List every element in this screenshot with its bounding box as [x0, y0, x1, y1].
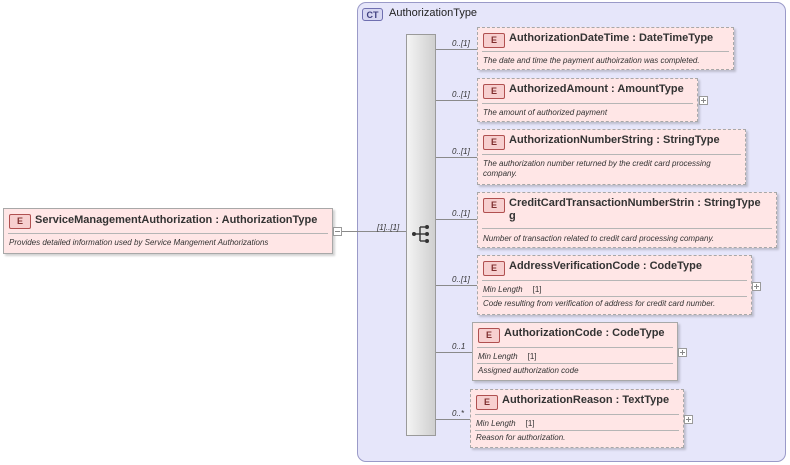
element-title: CreditCardTransactionNumberStrin : Strin… — [509, 197, 761, 222]
child-cardinality: 0..[1] — [452, 275, 470, 284]
sequence-compositor[interactable] — [406, 34, 436, 436]
element-badge: E — [483, 261, 505, 276]
expand-icon[interactable] — [752, 282, 761, 291]
element-title: AuthorizationCode : CodeType — [504, 327, 665, 339]
connector-line — [436, 157, 477, 158]
complex-type-badge: CT — [362, 8, 383, 21]
divider — [8, 233, 328, 234]
divider — [477, 363, 673, 364]
expand-icon[interactable] — [684, 415, 693, 424]
facet-min-length: Min Length [1] — [483, 285, 542, 294]
child-cardinality: 0..[1] — [452, 147, 470, 156]
element-badge: E — [9, 214, 31, 229]
element-name: AddressVerificationCode — [509, 260, 640, 272]
element-badge: E — [476, 395, 498, 410]
divider — [482, 51, 729, 52]
facet-value: [1] — [525, 419, 535, 428]
element-type: TextType — [622, 394, 670, 406]
child-cardinality: 0..[1] — [452, 209, 470, 218]
element-name: CreditCardTransactionNumberStrin — [509, 197, 695, 209]
divider — [482, 228, 772, 229]
element-doc: Assigned authorization code — [478, 366, 579, 375]
child-cardinality: 0..* — [452, 409, 465, 418]
divider — [477, 347, 673, 348]
child-cardinality: 0..1 — [452, 342, 466, 351]
divider — [482, 296, 747, 297]
facet-value: [1] — [527, 352, 537, 361]
element-title: AuthorizedAmount : AmountType — [509, 83, 684, 95]
connector-line — [436, 285, 477, 286]
facet-label: Min Length — [478, 352, 518, 361]
child-element-authorization-reason[interactable]: E AuthorizationReason : TextType Min Len… — [470, 389, 684, 448]
element-type: StringType — [703, 197, 761, 209]
element-title: AuthorizationNumberString : StringType — [509, 134, 720, 146]
sequence-icon — [412, 225, 429, 243]
element-title: AddressVerificationCode : CodeType — [509, 260, 702, 272]
element-type: StringType — [663, 134, 720, 146]
divider — [475, 430, 679, 431]
connector-line — [436, 49, 477, 50]
expand-icon[interactable] — [678, 348, 687, 357]
element-type: AmountType — [617, 83, 684, 95]
element-type: CodeType — [649, 260, 702, 272]
child-element-authorized-amount[interactable]: E AuthorizedAmount : AmountType The amou… — [477, 78, 698, 122]
collapse-icon[interactable] — [333, 227, 342, 236]
element-doc: The date and time the payment authoirzat… — [483, 56, 700, 65]
root-element-name: ServiceManagementAuthorization — [35, 214, 213, 226]
child-element-authorization-number-string[interactable]: E AuthorizationNumberString : StringType… — [477, 129, 746, 185]
element-doc: Code resulting from verification of addr… — [483, 299, 716, 308]
element-title: AuthorizationReason : TextType — [502, 394, 670, 406]
connector-line — [436, 419, 470, 420]
connector-line — [436, 100, 477, 101]
element-badge: E — [478, 328, 500, 343]
facet-label: Min Length — [476, 419, 516, 428]
facet-min-length: Min Length [1] — [476, 419, 535, 428]
child-element-address-verification-code[interactable]: E AddressVerificationCode : CodeType Min… — [477, 255, 752, 315]
element-title: AuthorizationDateTime : DateTimeType — [509, 32, 714, 44]
expand-icon[interactable] — [699, 96, 708, 105]
child-cardinality: 0..[1] — [452, 90, 470, 99]
element-badge: E — [483, 33, 505, 48]
element-name: AuthorizationNumberString — [509, 134, 654, 146]
child-element-authorization-code[interactable]: E AuthorizationCode : CodeType Min Lengt… — [472, 322, 678, 381]
element-doc: The amount of authorized payment — [483, 108, 608, 117]
element-type: DateTimeType — [638, 32, 714, 44]
element-name: AuthorizationReason — [502, 394, 613, 406]
divider — [475, 414, 679, 415]
root-element-title: ServiceManagementAuthorization : Authori… — [35, 214, 318, 226]
root-element-doc: Provides detailed information used by Se… — [9, 238, 269, 247]
element-badge: E — [483, 84, 505, 99]
complex-type-name: AuthorizationType — [389, 7, 478, 19]
element-name: AuthorizationCode — [504, 327, 603, 339]
connector-line — [342, 231, 406, 232]
divider — [482, 154, 741, 155]
root-cardinality: [1]..[1] — [377, 223, 400, 232]
element-badge: E — [483, 135, 505, 150]
element-doc: Number of transaction related to credit … — [483, 234, 715, 243]
element-type: CodeType — [612, 327, 665, 339]
element-badge: E — [483, 198, 505, 213]
element-name: AuthorizedAmount — [509, 83, 608, 95]
connector-line — [436, 352, 472, 353]
connector-line — [436, 219, 477, 220]
child-element-credit-card-transaction-number-string[interactable]: E CreditCardTransactionNumberStrin : Str… — [477, 192, 777, 248]
element-doc: Reason for authorization. — [476, 433, 566, 442]
child-cardinality: 0..[1] — [452, 39, 470, 48]
facet-min-length: Min Length [1] — [478, 352, 537, 361]
element-name: AuthorizationDateTime — [509, 32, 630, 44]
divider — [482, 103, 693, 104]
element-doc: The authorization number returned by the… — [483, 159, 711, 178]
facet-value: [1] — [532, 285, 542, 294]
root-element[interactable]: E ServiceManagementAuthorization : Autho… — [3, 208, 333, 254]
child-element-authorization-date-time[interactable]: E AuthorizationDateTime : DateTimeType T… — [477, 27, 734, 70]
divider — [482, 280, 747, 281]
facet-label: Min Length — [483, 285, 523, 294]
root-element-type: AuthorizationType — [221, 214, 318, 226]
element-name-continuation: g — [509, 210, 516, 222]
